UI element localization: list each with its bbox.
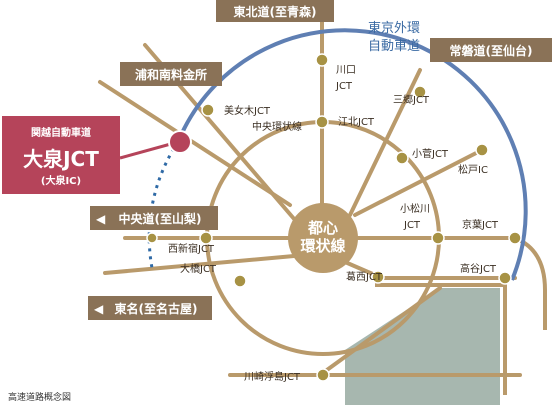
inner-ring — [288, 203, 358, 273]
keiyo-label: 京葉JCT — [462, 218, 499, 231]
node-egawa — [315, 115, 329, 129]
node-kasai — [371, 270, 385, 284]
center-label-top: 都心 — [307, 219, 338, 237]
komatsugawa-label-1: 小松川 — [400, 202, 430, 215]
node-koya — [498, 271, 512, 285]
node-komatsugawa — [431, 231, 445, 245]
kasai-label: 葛西JCT — [346, 270, 383, 283]
kawaguchi-label-2: JCT — [335, 81, 353, 92]
joban-box — [430, 38, 552, 62]
ohashi-label: 大橋JCT — [180, 262, 217, 275]
map-caption: 高速道路概念図 — [8, 391, 71, 403]
node-matsudo — [475, 143, 489, 157]
node-kawaguchi — [315, 53, 329, 67]
kanetsu-label: 関越自動車道 — [31, 126, 91, 139]
node-misato — [413, 85, 427, 99]
chuo-box — [90, 206, 218, 230]
komatsugawa-label-2: JCT — [403, 220, 421, 231]
node-nishishinjuku — [199, 231, 213, 245]
gaikan-label-2: 自動車道 — [368, 39, 420, 54]
node-kawasaki — [316, 368, 330, 382]
chuo-kanjo-label: 中央環状線 — [252, 120, 302, 133]
chuo-label: 中央道(至山梨) — [119, 211, 202, 226]
chuo-arrow-icon: ◀ — [96, 212, 106, 226]
node-oizumi — [168, 130, 192, 154]
node-keiyo — [508, 231, 522, 245]
egawa-label: 江北JCT — [338, 116, 375, 128]
node-bijogi — [201, 103, 215, 117]
tomei-box — [88, 296, 212, 320]
oizumi-ic-label: (大泉IC) — [41, 174, 81, 187]
kosuge-label: 小菅JCT — [412, 148, 449, 160]
outer-ring-planned — [147, 141, 180, 269]
gaikan-label-1: 東京外環 — [368, 20, 420, 36]
tomei-label: 東名(至名古屋) — [115, 301, 198, 316]
urawa-label: 浦和南料金所 — [135, 67, 207, 82]
matsudo-label: 松戸IC — [458, 163, 488, 176]
misato-label: 三郷JCT — [393, 94, 430, 106]
kanetsu-box — [2, 116, 120, 194]
joban-label: 常磐道(至仙台) — [450, 43, 533, 58]
oizumi-label: 大泉JCT — [23, 147, 99, 171]
outer-ring — [176, 28, 528, 281]
center-label-bottom: 環状線 — [300, 237, 345, 255]
junction-nodes — [146, 53, 522, 382]
urawa-box — [120, 62, 222, 86]
tohoku-box — [216, 0, 334, 22]
nishishinjuku-label: 西新宿JCT — [168, 242, 215, 255]
tomei-arrow-icon: ◀ — [94, 302, 104, 316]
bijogi-label: 美女木JCT — [224, 104, 271, 117]
radial-roads — [98, 20, 522, 377]
node-kosuge — [395, 151, 409, 165]
node-outer-chuo — [146, 232, 158, 244]
node-ohashi — [233, 274, 247, 288]
kawasaki-label: 川崎浮島JCT — [244, 370, 301, 383]
kawaguchi-label-1: 川口 — [336, 65, 356, 76]
bay-route — [375, 283, 507, 395]
tohoku-label: 東北道(至青森) — [234, 4, 317, 19]
koya-label: 高谷JCT — [460, 262, 497, 275]
